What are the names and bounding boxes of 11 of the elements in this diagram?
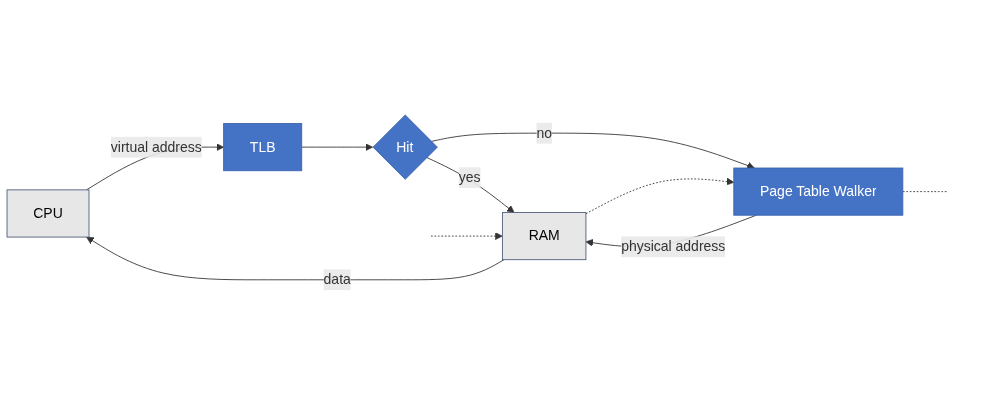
node-box: RAM [501, 212, 587, 261]
edge-label: no [536, 125, 552, 141]
node-box: TLB [223, 123, 303, 172]
edge-label: virtual address [110, 139, 202, 155]
node-box: CPU [6, 189, 90, 238]
edge-label: data [323, 272, 351, 288]
node-box: Page Table Walker [733, 167, 904, 216]
edge-label: yes [458, 170, 481, 185]
edge-label: physical address [621, 239, 726, 255]
connector [902, 191, 947, 193]
node-diamond: Hit [372, 114, 438, 181]
